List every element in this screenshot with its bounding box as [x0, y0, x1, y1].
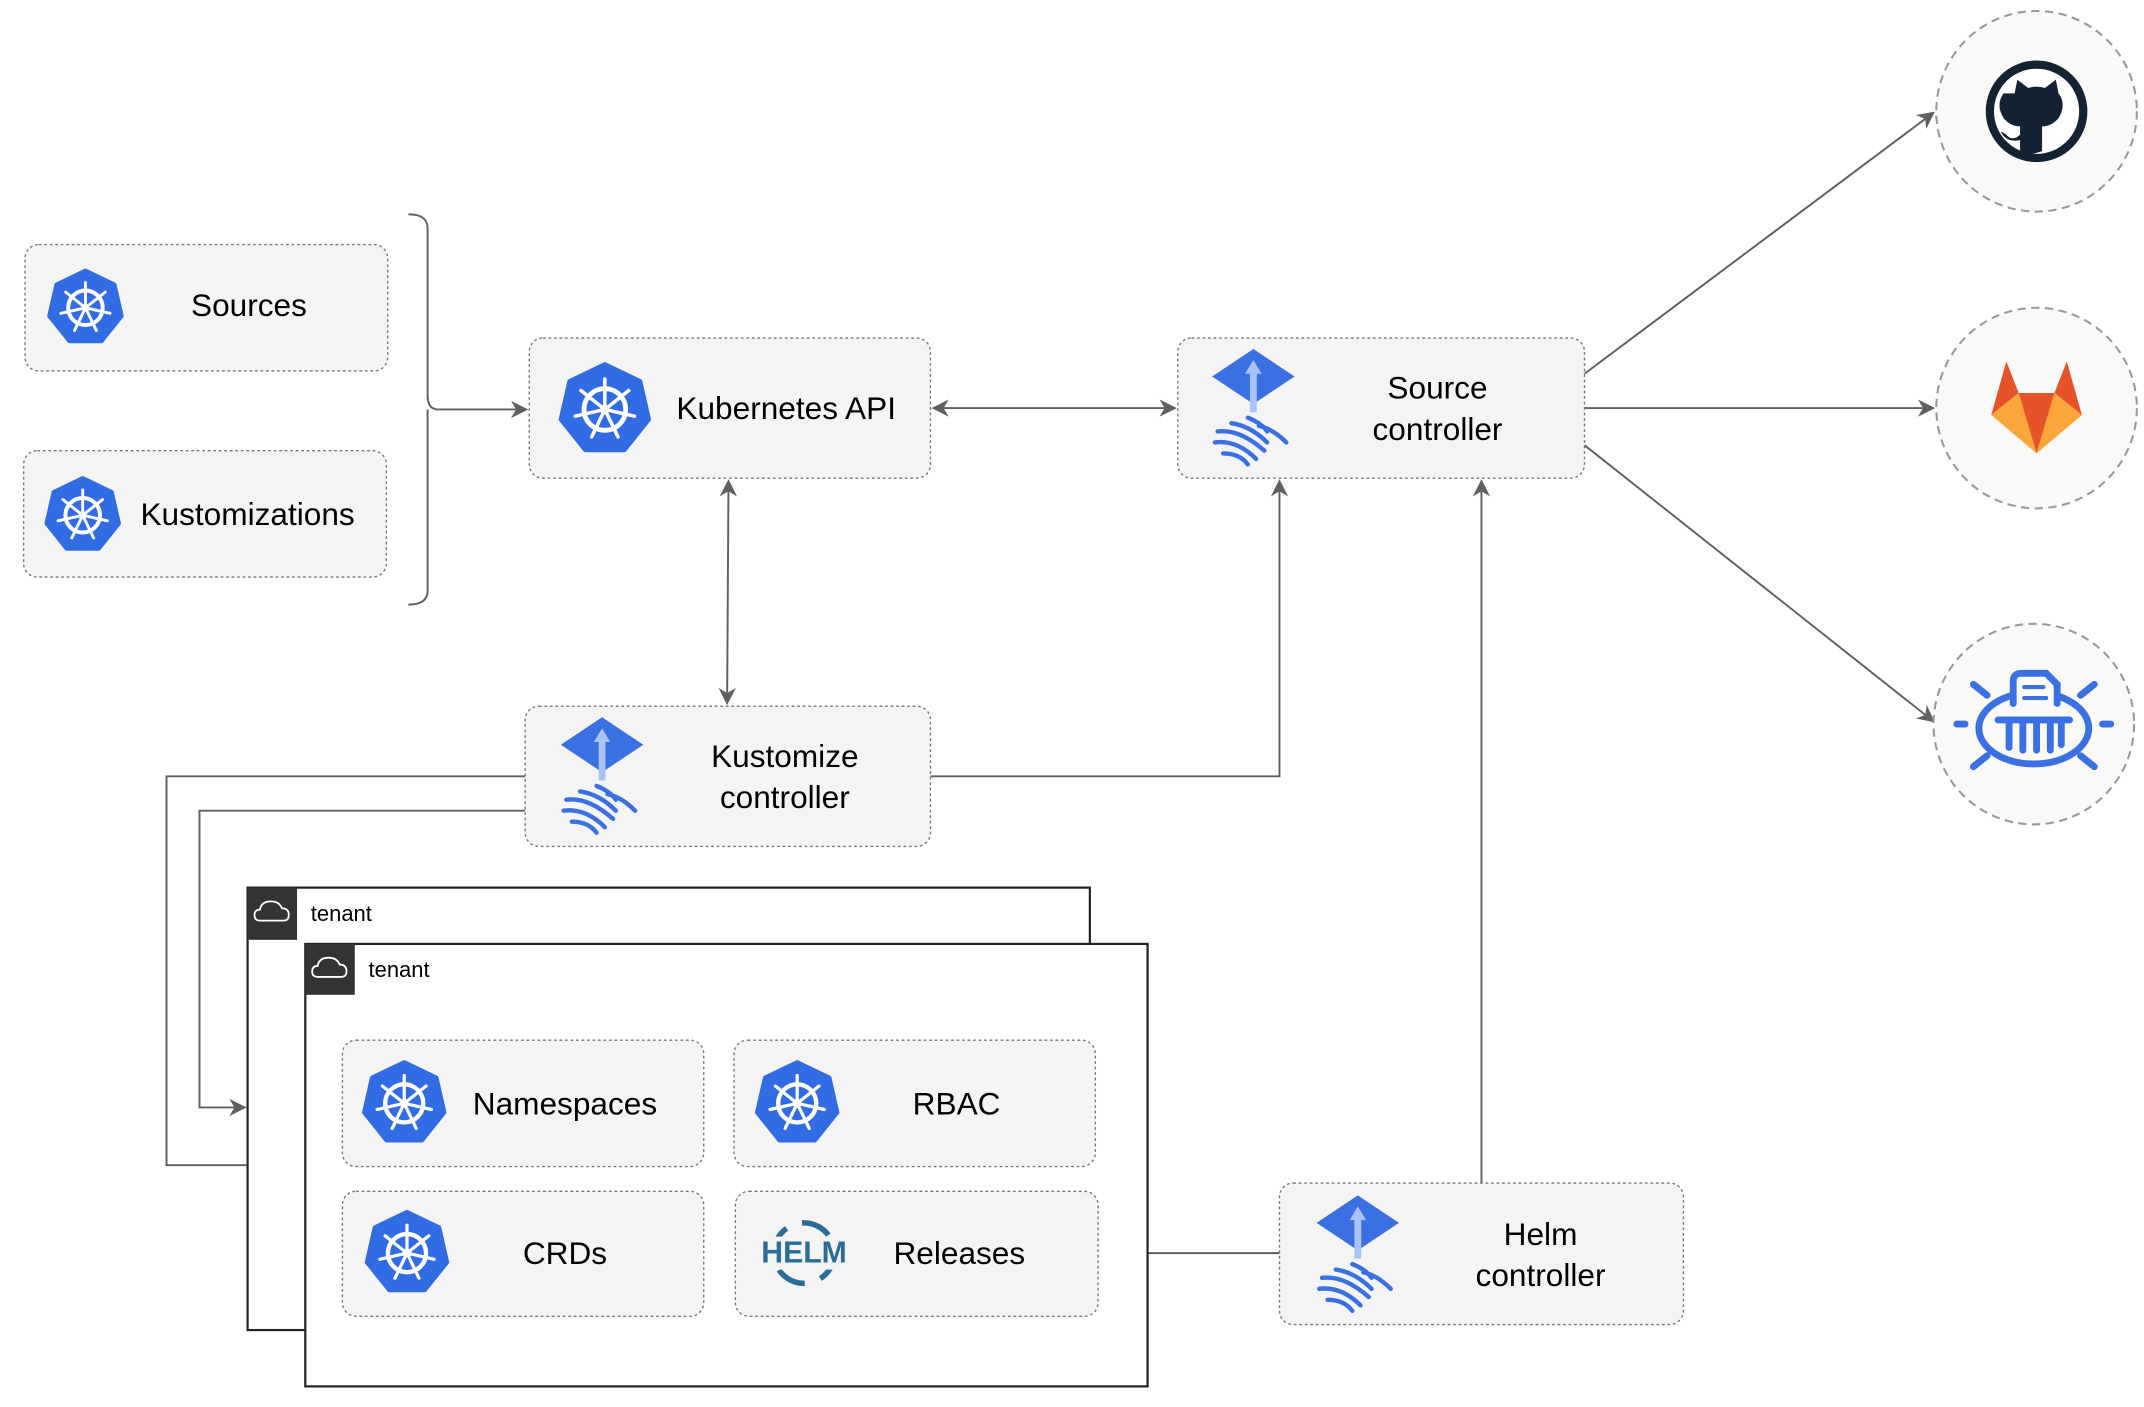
gitlab-node[interactable]	[1935, 306, 2138, 510]
gitlab-icon	[1991, 361, 2082, 454]
helm-controller-node[interactable]: Helm controller	[1278, 1182, 1685, 1326]
crds-node[interactable]: CRDs	[341, 1190, 705, 1318]
helm-icon: HELM	[755, 1220, 853, 1287]
github-icon	[1985, 60, 2088, 163]
edge-kustomize-to-tenant-1	[198, 809, 526, 1117]
helm-controller-label-1: Helm	[1504, 1216, 1578, 1252]
kustomize-controller-node[interactable]: Kustomize controller	[524, 705, 932, 848]
rbac-label: RBAC	[913, 1085, 1001, 1121]
sources-node[interactable]: Sources	[24, 243, 389, 372]
kustomizations-node[interactable]: Kustomizations	[22, 449, 388, 578]
helm-logo-text: HELM	[761, 1236, 847, 1269]
helm-controller-label-2: controller	[1476, 1257, 1606, 1293]
kubernetes-icon	[47, 268, 124, 344]
cloud-icon	[311, 956, 348, 978]
rbac-node[interactable]: RBAC	[733, 1039, 1097, 1168]
source-controller-label-2: controller	[1373, 411, 1503, 447]
tenant-front[interactable]: tenant Namespaces RBAC CRDs HELM Release…	[304, 942, 1149, 1388]
edge-api-kustomize-controller	[718, 479, 738, 706]
kubernetes-icon	[757, 1062, 837, 1140]
kubernetes-icon	[364, 1062, 444, 1140]
namespaces-label: Namespaces	[473, 1085, 657, 1121]
edge-kustomize-to-source	[930, 479, 1289, 778]
kubernetes-api-label: Kubernetes API	[676, 390, 896, 426]
kubernetes-icon	[561, 365, 649, 450]
edge-source-to-bucket	[1583, 444, 1935, 723]
bucket-node[interactable]	[1932, 622, 2136, 826]
edge-source-to-github	[1583, 111, 1935, 375]
bucket-icon	[1953, 669, 2115, 771]
kustomize-controller-label-1: Kustomize	[711, 738, 858, 774]
kubernetes-icon	[367, 1212, 447, 1290]
cloud-icon	[253, 900, 290, 922]
crds-label: CRDs	[523, 1235, 607, 1271]
releases-label: Releases	[893, 1235, 1025, 1271]
github-node[interactable]	[1935, 9, 2138, 213]
group-brace	[408, 213, 439, 606]
releases-node[interactable]: HELM Releases	[734, 1190, 1099, 1318]
kustomize-controller-label-2: controller	[720, 779, 850, 815]
tenant-label: tenant	[369, 957, 430, 982]
kustomizations-label: Kustomizations	[140, 496, 354, 532]
sources-label: Sources	[191, 287, 307, 323]
edge-kustomize-to-tenant-2	[165, 775, 526, 1174]
tenant-label: tenant	[311, 901, 372, 926]
namespaces-node[interactable]: Namespaces	[341, 1039, 705, 1168]
kubernetes-api-node[interactable]: Kubernetes API	[528, 337, 932, 479]
kubernetes-icon	[44, 476, 121, 551]
source-controller-label-1: Source	[1387, 370, 1487, 406]
source-controller-node[interactable]: Source controller	[1177, 337, 1586, 479]
